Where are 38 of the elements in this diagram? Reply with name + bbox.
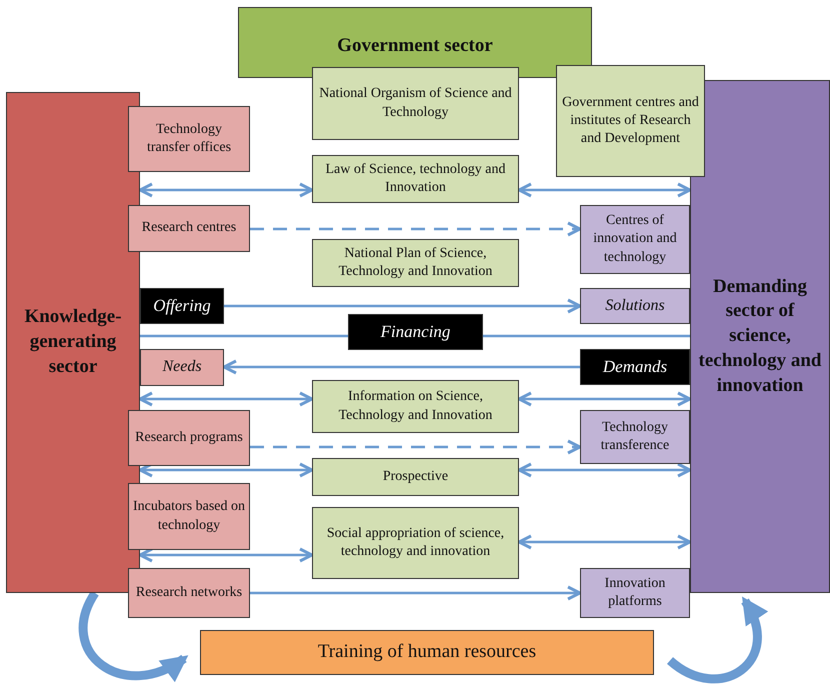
arrow xyxy=(250,586,582,600)
result-box: Technology transference xyxy=(580,410,690,464)
actor-box: Research programs xyxy=(128,410,250,466)
flow-tag: Demands xyxy=(580,349,690,385)
arrow xyxy=(250,222,582,236)
arrow xyxy=(224,298,582,314)
instrument-box: Social appropriation of science, technology and innovation xyxy=(312,507,519,579)
arrow xyxy=(518,462,692,478)
training-box: Training of human resources xyxy=(200,630,654,675)
instrument-box: Prospective xyxy=(312,458,519,496)
connector-line xyxy=(483,334,690,338)
flow-tag: Solutions xyxy=(580,288,690,324)
actor-box: Incubators based on technology xyxy=(128,483,250,550)
arrow xyxy=(138,548,314,562)
instrument-box: National Organism of Science and Technology xyxy=(312,67,519,140)
instrument-box: Information on Science, Technology and Innovation xyxy=(312,380,519,433)
arrow xyxy=(222,360,580,374)
actor-box: Research centres xyxy=(128,205,250,252)
arrow xyxy=(138,392,314,406)
curved-arrow xyxy=(667,596,768,684)
result-box: Innovation platforms xyxy=(580,568,690,618)
instrument-box: National Plan of Science, Technology and Innovation xyxy=(312,239,519,287)
result-box: Centres of innovation and technology xyxy=(580,205,690,274)
flow-tag: Offering xyxy=(140,288,224,324)
connector-line xyxy=(140,334,348,338)
actor-box: Research networks xyxy=(128,568,250,618)
instrument-box: Government centres and institutes of Research and Development xyxy=(556,65,705,177)
actor-box: Technology transfer offices xyxy=(128,106,250,172)
flow-tag: Needs xyxy=(140,349,224,386)
arrow xyxy=(250,440,582,454)
curved-arrow xyxy=(79,590,189,682)
arrow xyxy=(138,462,314,478)
arrow xyxy=(518,534,692,550)
arrow xyxy=(138,182,314,198)
arrow xyxy=(518,182,692,198)
instrument-box: Law of Science, technology and Innovation xyxy=(312,155,519,203)
flow-tag: Financing xyxy=(348,314,483,350)
arrow xyxy=(518,392,692,406)
